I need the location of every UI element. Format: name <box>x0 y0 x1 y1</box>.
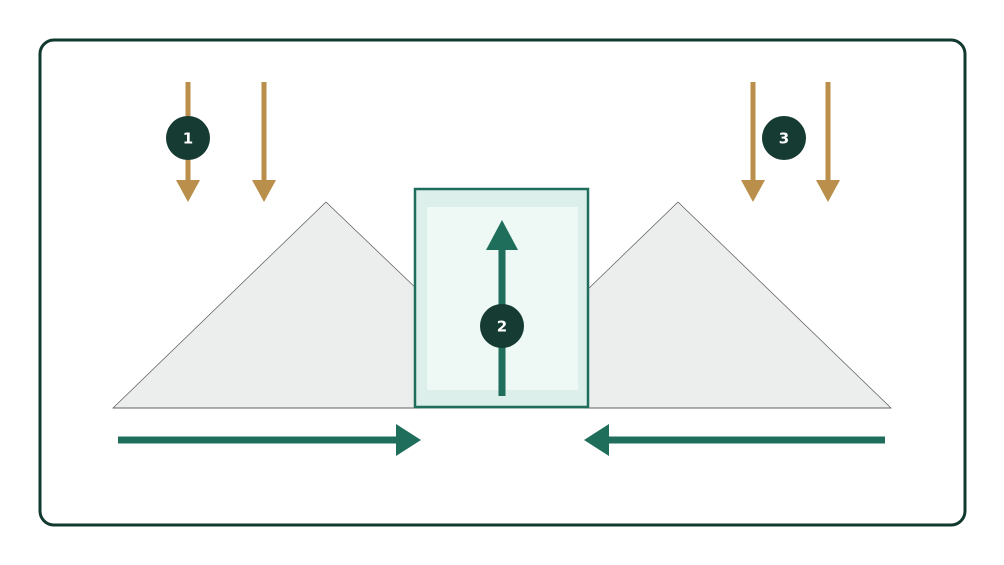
badge-1-label: 1 <box>183 130 193 148</box>
badge-1: 1 <box>166 116 210 160</box>
down-arrow-right-1 <box>741 82 765 202</box>
badge-2: 2 <box>480 304 524 348</box>
badge-3-label: 3 <box>779 130 789 148</box>
down-arrow-left-2 <box>252 82 276 202</box>
left-pointing-arrow <box>584 424 885 456</box>
right-pointing-arrow <box>118 424 421 456</box>
down-arrow-right-2 <box>816 82 840 202</box>
badge-2-label: 2 <box>497 318 507 336</box>
badge-3: 3 <box>762 116 806 160</box>
